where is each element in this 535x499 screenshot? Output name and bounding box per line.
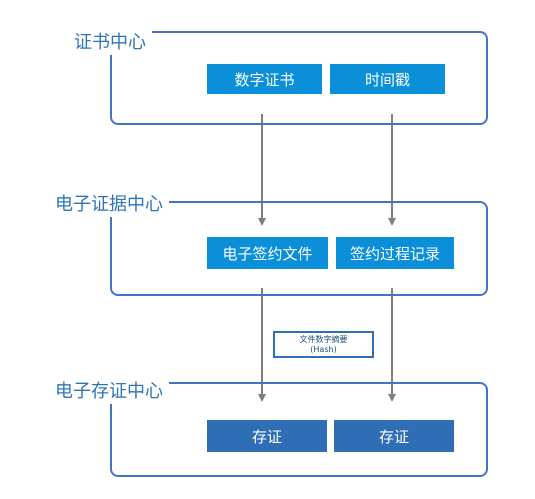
cert-center-title: 证书中心 (68, 31, 152, 55)
hash-note-line2: (Hash) (310, 344, 337, 354)
storage-node-1: 存证 (207, 420, 327, 452)
storage-node-2: 存证 (334, 420, 454, 452)
evidence-center-panel (110, 201, 488, 296)
digital-certificate-node: 数字证书 (207, 64, 322, 94)
storage-center-panel (110, 382, 488, 477)
timestamp-node: 时间戳 (330, 64, 445, 94)
signing-process-record-node: 签约过程记录 (336, 237, 454, 269)
hash-note-line1: 文件数字摘要 (299, 334, 348, 344)
storage-center-title: 电子存证中心 (49, 380, 169, 404)
evidence-center-title: 电子证据中心 (49, 193, 169, 217)
hash-note: 文件数字摘要 (Hash) (273, 331, 374, 358)
e-contract-file-node: 电子签约文件 (207, 237, 328, 269)
cert-center-panel (110, 31, 488, 125)
